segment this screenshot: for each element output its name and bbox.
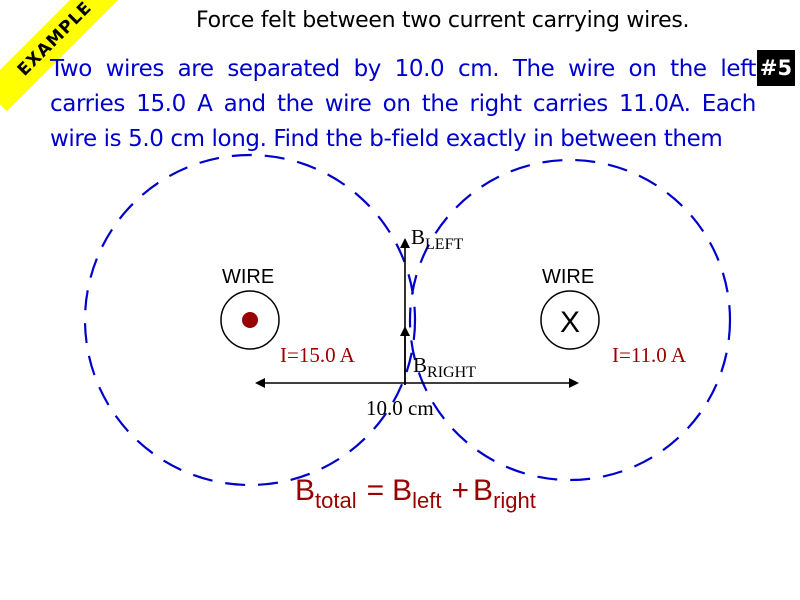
- right-wire: [540, 290, 600, 350]
- distance-label: 10.0 cm: [366, 396, 434, 420]
- left-wire-label: WIRE: [222, 266, 274, 288]
- page-title: Force felt between two current carrying …: [196, 8, 690, 33]
- right-wire-current: I=11.0 A: [612, 343, 687, 367]
- right-wire-label: WIRE: [542, 266, 594, 288]
- current-in-x-icon: X: [560, 306, 580, 339]
- left-wire-current: I=15.0 A: [280, 343, 356, 367]
- left-field-circle: [83, 153, 417, 487]
- field-sum-equation: Btotal=Bleft+Bright: [295, 474, 536, 513]
- current-out-dot-icon: [242, 312, 258, 328]
- b-right-label: BRIGHT: [413, 353, 476, 381]
- problem-statement: Two wires are separated by 10.0 cm. The …: [50, 56, 756, 152]
- right-field-circle: [408, 158, 732, 482]
- b-left-label: BLEFT: [411, 225, 463, 253]
- problem-number-badge: #5: [757, 50, 795, 86]
